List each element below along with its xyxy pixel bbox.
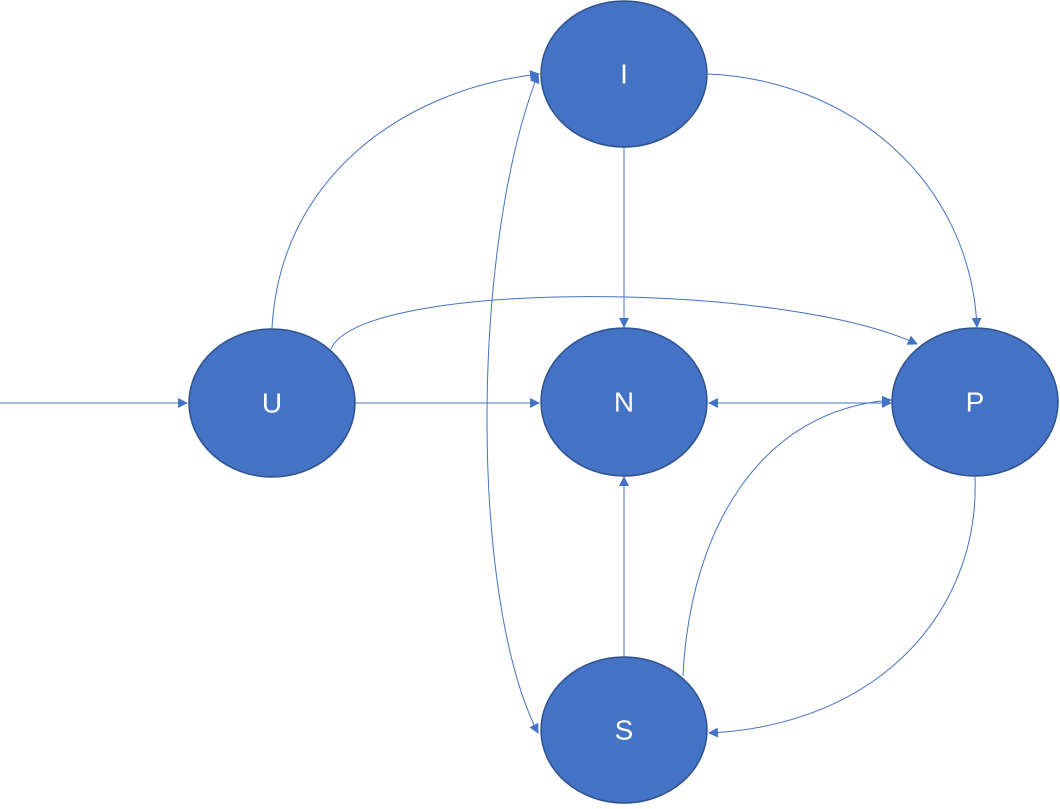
edge-P-S	[708, 476, 976, 738]
node-N-label: N	[614, 387, 634, 418]
node-I-shape	[540, 0, 708, 148]
node-P-shape	[891, 327, 1059, 477]
edge-U-I	[271, 70, 540, 329]
node-I-label: I	[620, 59, 628, 90]
node-N[interactable]: N	[540, 327, 708, 477]
node-P-label: P	[966, 387, 985, 418]
node-S-label: S	[615, 715, 634, 746]
edge-S-P	[682, 395, 892, 677]
node-S[interactable]: S	[540, 656, 708, 804]
edge-I-P	[707, 73, 982, 328]
node-N-shape	[540, 327, 708, 477]
node-S-shape	[540, 656, 708, 804]
node-I[interactable]: I	[540, 0, 708, 148]
node-U[interactable]: U	[188, 328, 356, 478]
edge-U-P	[330, 296, 918, 350]
node-P[interactable]: P	[891, 327, 1059, 477]
edge-I-S	[486, 73, 540, 734]
nodes-layer: U I N P S	[188, 0, 1059, 804]
edges-layer	[0, 70, 982, 738]
node-U-shape	[188, 328, 356, 478]
node-U-label: U	[262, 388, 282, 419]
